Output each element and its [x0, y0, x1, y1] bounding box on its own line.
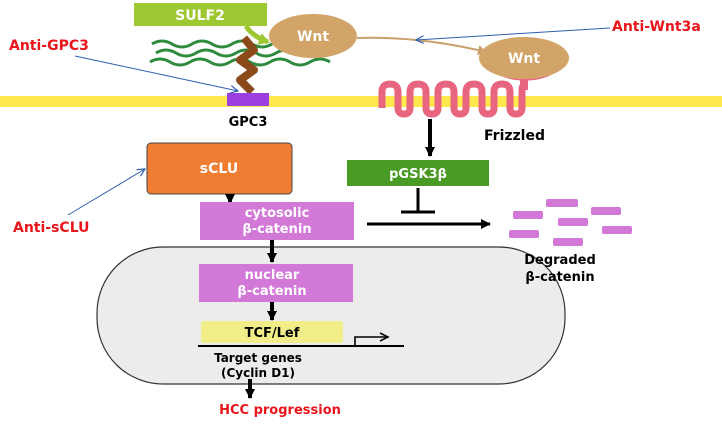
- transcription-start-arrow: [354, 336, 386, 346]
- frizzled-stalk: [520, 70, 528, 90]
- anti-sclu-arrow: [67, 169, 145, 216]
- cell-membrane: [0, 96, 722, 107]
- tcf-lef-label: TCF/Lef: [245, 326, 300, 341]
- cytosolic-label-1: cytosolic: [245, 206, 310, 221]
- gpc3-anchor: [227, 93, 269, 106]
- tcf-lef-box: [201, 321, 343, 343]
- anti-gpc3-label: Anti-GPC3: [9, 38, 89, 54]
- anti-wnt3a-label: Anti-Wnt3a: [612, 19, 701, 35]
- gpc3-label: GPC3: [229, 115, 268, 130]
- degraded-beta-catenin-fragments: [509, 199, 632, 246]
- pgsk3b-box: [347, 160, 489, 186]
- wnt-bound: [479, 37, 569, 79]
- degraded-label-2: β-catenin: [525, 270, 594, 285]
- transcription-start-arrowhead: [379, 332, 390, 342]
- wnt-bound-label: Wnt: [508, 51, 540, 67]
- target-genes-label-2: (Cyclin D1): [221, 366, 295, 380]
- sulf2-to-heparan-arrow: [243, 24, 270, 45]
- sclu-box: [146, 142, 293, 195]
- frizzled-label: Frizzled: [484, 128, 545, 144]
- hcc-progression-label: HCC progression: [219, 403, 341, 418]
- frizzled-transmembrane: [378, 80, 526, 118]
- nuclear-beta-catenin-box: [199, 264, 353, 302]
- wnt-free-label: Wnt: [297, 29, 329, 45]
- nuclear-label-1: nuclear: [245, 268, 300, 283]
- sulf2-box: [134, 3, 267, 26]
- target-genes-label-1: Target genes: [214, 351, 302, 365]
- degraded-label-1: Degraded: [524, 253, 596, 268]
- anti-wnt3a-arrow: [416, 27, 611, 40]
- sclu-label: sCLU: [200, 161, 238, 177]
- anti-sclu-label: Anti-sCLU: [13, 220, 90, 236]
- cytosolic-beta-catenin-box: [200, 202, 354, 240]
- anti-gpc3-arrow: [74, 55, 238, 91]
- gpc3-core-protein: [236, 35, 258, 95]
- cytosolic-label-2: β-catenin: [242, 222, 311, 237]
- wnt-free: [269, 14, 357, 58]
- pgsk3b-label: pGSK3β: [389, 167, 447, 182]
- sulf2-label: SULF2: [175, 8, 225, 24]
- nuclear-label-2: β-catenin: [237, 284, 306, 299]
